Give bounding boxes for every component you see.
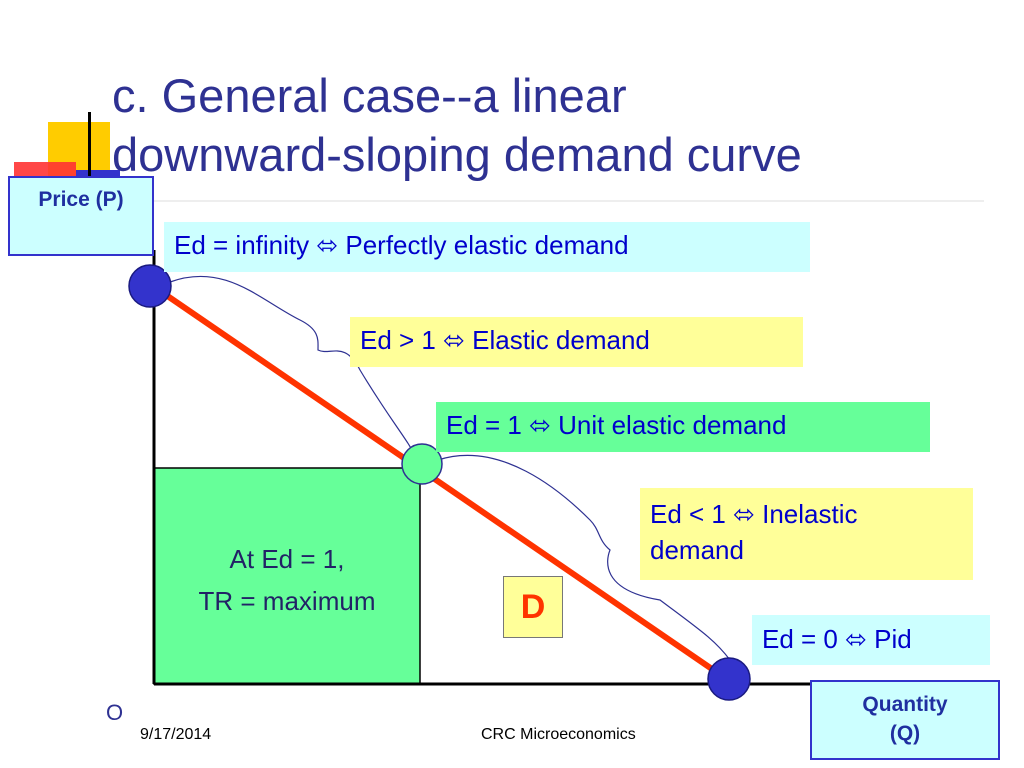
elastic-label: Ed > 1 ⬄ Elastic demand: [350, 317, 803, 367]
inelastic-label-line1: Ed < 1 ⬄ Inelastic: [650, 499, 858, 529]
quantity-axis-label-line1: Quantity: [862, 693, 948, 716]
inelastic-brace: [437, 454, 731, 661]
quantity-axis-label: Quantity (Q): [810, 680, 1000, 760]
unit-elastic-point: [401, 443, 443, 485]
unit-elastic-label: Ed = 1 ⬄ Unit elastic demand: [436, 402, 930, 452]
total-revenue-note: At Ed = 1, TR = maximum: [154, 538, 420, 622]
perfectly-elastic-label: Ed = infinity ⬄ Perfectly elastic demand: [164, 222, 810, 272]
decor-vertical-line: [88, 112, 91, 190]
inelastic-label-line2: demand: [650, 535, 744, 565]
title-line-2: downward-sloping demand curve: [112, 128, 802, 181]
perfectly-inelastic-label: Ed = 0 ⬄ Pid: [752, 615, 990, 665]
quantity-axis-label-line2: (Q): [889, 722, 921, 745]
title-divider: [104, 200, 984, 202]
elastic-brace: [169, 275, 416, 457]
title-line-1: c. General case--a linear: [112, 69, 627, 122]
demand-curve: [148, 281, 730, 683]
quantity-intercept-point: [707, 657, 751, 701]
footer-course: CRC Microeconomics: [481, 726, 636, 743]
tr-note-line2: TR = maximum: [198, 586, 376, 616]
origin-label: O: [106, 700, 124, 725]
footer-date: 9/17/2014: [140, 726, 212, 743]
total-revenue-rectangle: [153, 467, 421, 685]
price-intercept-point: [128, 264, 172, 308]
demand-curve-label: D: [503, 576, 563, 638]
inelastic-label: Ed < 1 ⬄ Inelastic demand: [640, 488, 973, 580]
slide-title: c. General case--a linear downward-slopi…: [112, 66, 1012, 184]
tr-note-line1: At Ed = 1,: [229, 544, 345, 574]
price-axis-label: Price (P): [8, 176, 154, 256]
